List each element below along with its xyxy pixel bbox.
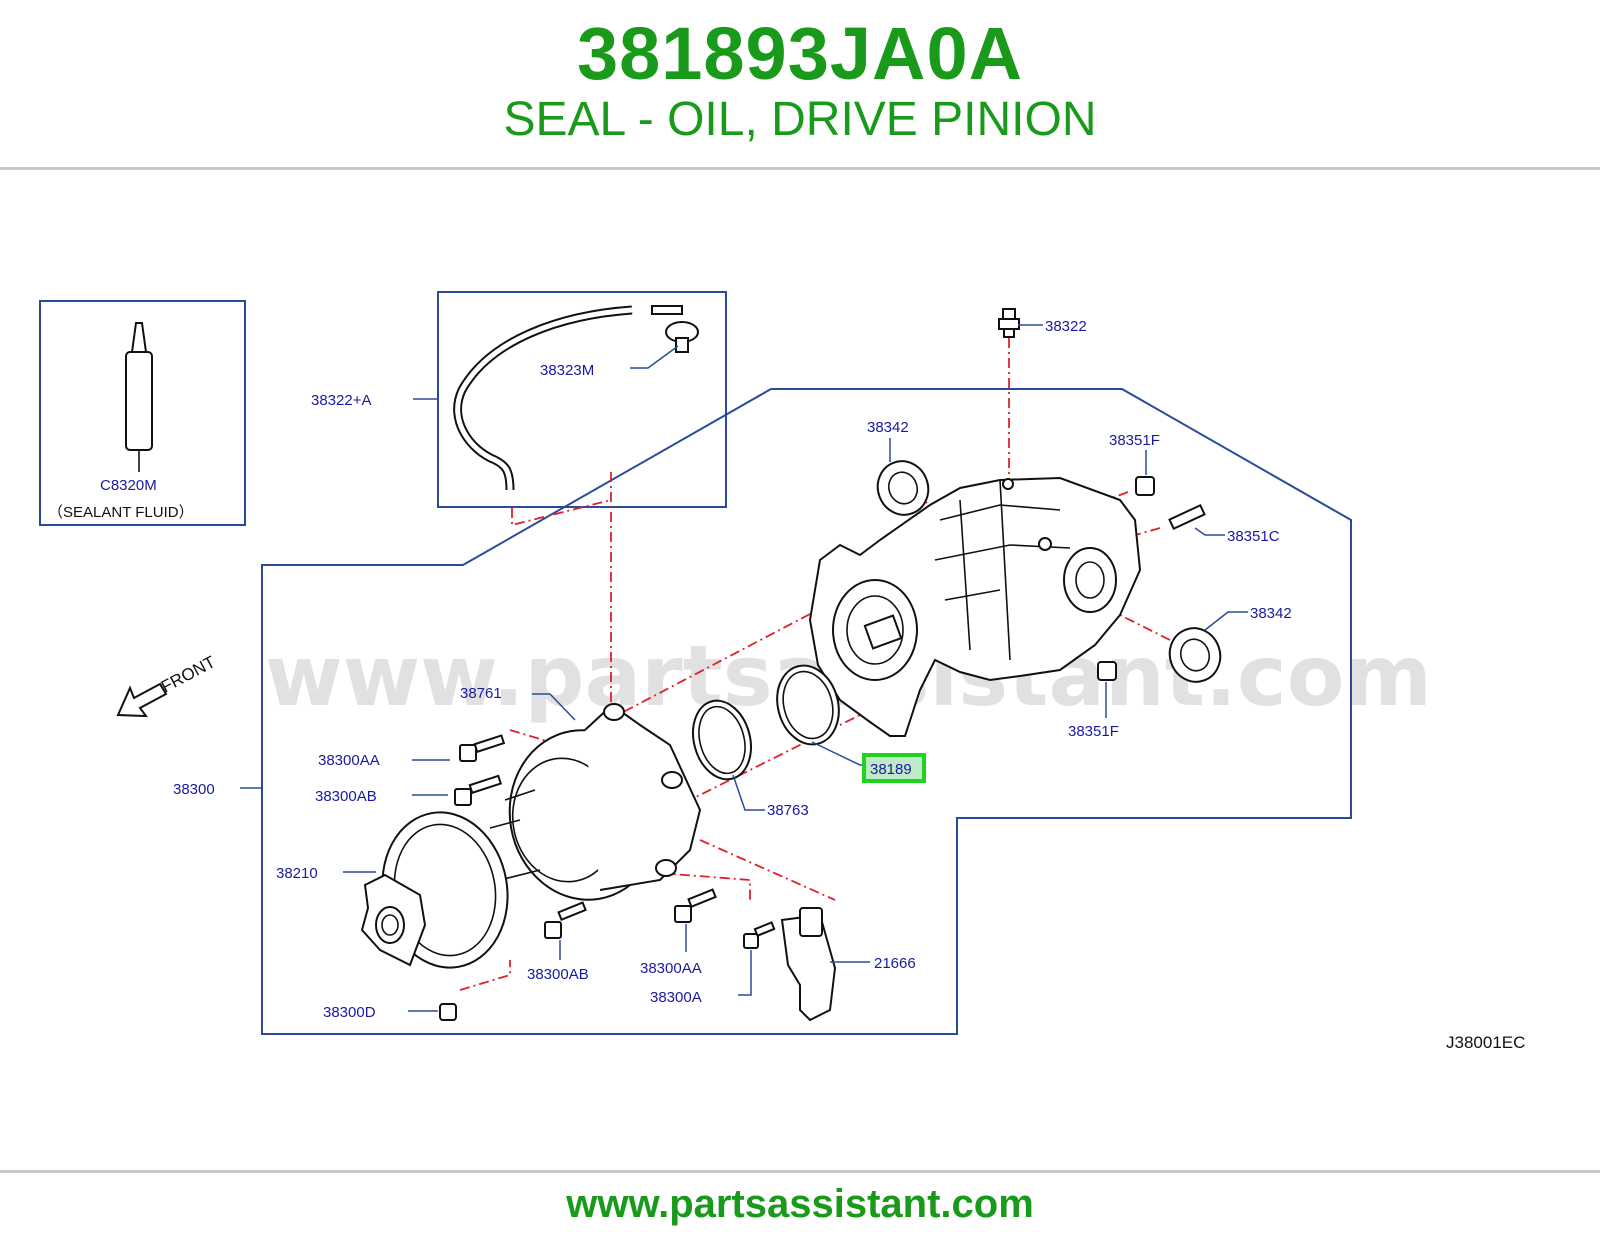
highlight-box-38189[interactable]	[862, 753, 926, 783]
breather-hose-icon	[453, 305, 699, 491]
callout-38763[interactable]: 38763	[767, 802, 809, 819]
dowel-pin-top-icon	[1135, 476, 1155, 496]
callout-38761[interactable]: 38761	[460, 685, 502, 702]
callout-38300ab-top[interactable]: 38300AB	[315, 788, 377, 805]
bolt-38300aa-bottom-icon	[674, 888, 717, 923]
callout-38300d[interactable]: 38300D	[323, 1004, 376, 1021]
bolt-38300ab-top-icon	[454, 774, 503, 806]
coupling-housing-icon	[489, 703, 702, 901]
header-divider	[0, 167, 1600, 170]
callout-38351f-top[interactable]: 38351F	[1109, 432, 1160, 449]
dowel-pin-bottom-icon	[1097, 661, 1117, 681]
diagram-code: J38001EC	[1446, 1033, 1525, 1052]
page-header: 381893JA0A SEAL - OIL, DRIVE PINION	[0, 0, 1600, 168]
callout-38300aa-bottom[interactable]: 38300AA	[640, 960, 702, 977]
callout-38189[interactable]: 38189	[870, 761, 912, 778]
front-label: FRONT	[158, 652, 219, 696]
side-oil-seal-top-icon	[876, 460, 930, 516]
part-number-title: 381893JA0A	[576, 12, 1024, 95]
callout-38322-a[interactable]: 38322+A	[311, 392, 371, 409]
callout-38300a[interactable]: 38300A	[650, 989, 702, 1006]
sealant-part-label[interactable]: C8320M	[100, 477, 157, 494]
companion-flange-icon	[360, 811, 509, 969]
sealant-tube-icon	[125, 322, 153, 472]
part-description: SEAL - OIL, DRIVE PINION	[503, 93, 1097, 146]
callout-38342-right[interactable]: 38342	[1250, 605, 1292, 622]
side-oil-seal-right-icon	[1168, 627, 1222, 683]
vent-plug-icon	[998, 308, 1020, 338]
callout-38300[interactable]: 38300	[173, 781, 215, 798]
front-arrow-icon	[116, 682, 168, 718]
footer-divider	[0, 1170, 1600, 1173]
callout-21666[interactable]: 21666	[874, 955, 916, 972]
nut-38300d-icon	[439, 1003, 457, 1021]
bolt-38300aa-top-icon	[459, 734, 506, 762]
differential-carrier-icon	[808, 476, 1142, 737]
callout-38351f-bottom[interactable]: 38351F	[1068, 723, 1119, 740]
stud-bolt-icon	[1168, 503, 1206, 531]
o-ring-38763-icon	[692, 699, 752, 781]
assembly-outline	[261, 388, 1352, 1035]
bolt-38300ab-bottom-icon	[544, 901, 587, 939]
bolt-38300a-icon	[743, 921, 776, 949]
callout-38300ab-bottom[interactable]: 38300AB	[527, 966, 589, 983]
callout-38323m[interactable]: 38323M	[540, 362, 594, 379]
callout-38210[interactable]: 38210	[276, 865, 318, 882]
callout-38342-top[interactable]: 38342	[867, 419, 909, 436]
callout-38300aa-top[interactable]: 38300AA	[318, 752, 380, 769]
callout-38322[interactable]: 38322	[1045, 318, 1087, 335]
sealant-note: （SEALANT FLUID）	[48, 504, 194, 521]
drive-pinion-oil-seal-icon	[776, 664, 840, 746]
sealant-box	[39, 300, 246, 526]
callout-38351c[interactable]: 38351C	[1227, 528, 1280, 545]
harness-bracket-icon	[780, 907, 837, 1022]
footer-url[interactable]: www.partsassistant.com	[566, 1182, 1034, 1226]
